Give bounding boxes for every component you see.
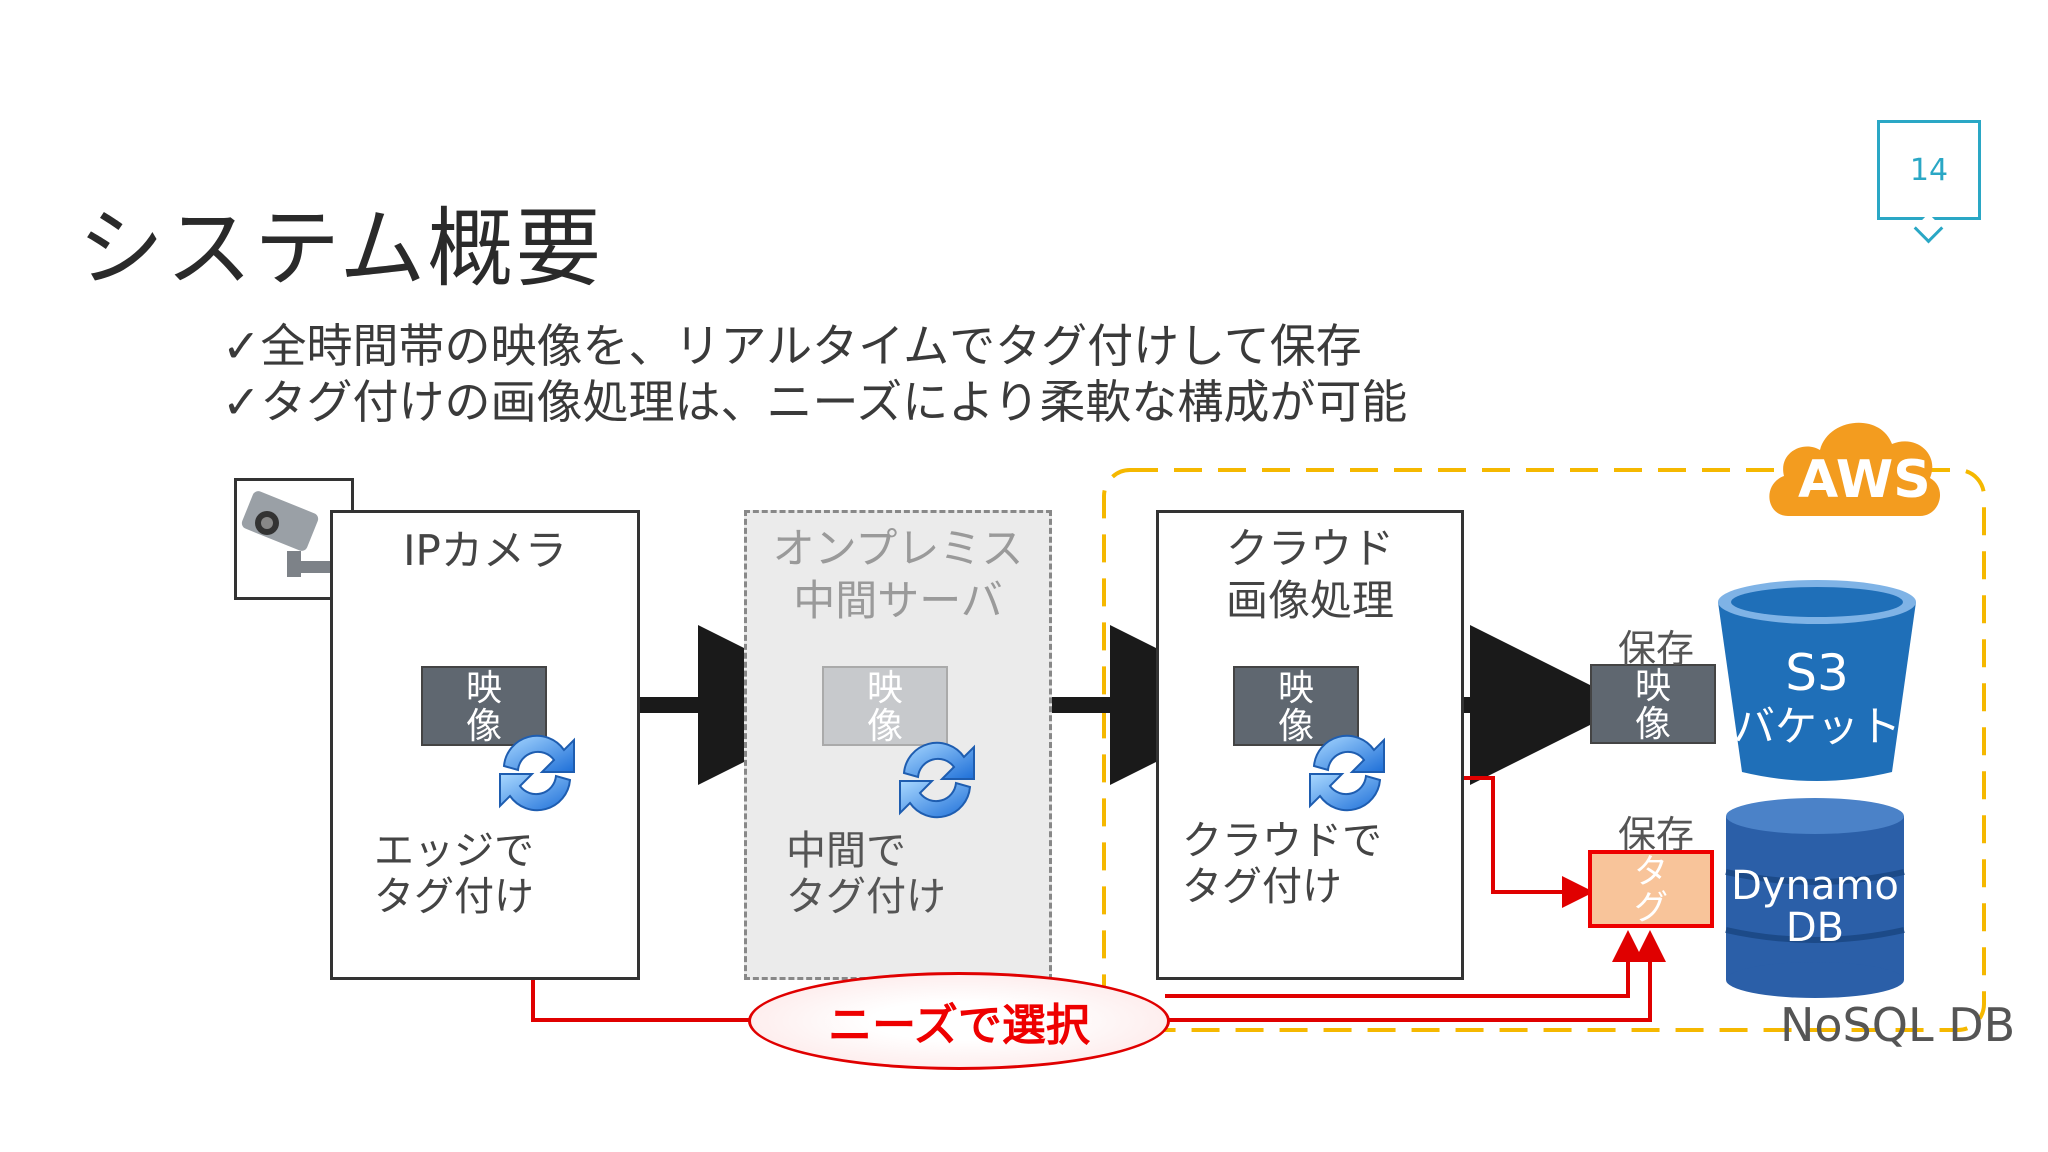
dynamodb-icon: Dynamo DB [1722,798,1908,998]
aws-region [1102,468,1986,1032]
cloud-video-block: 映 像 [1233,666,1359,746]
cloud-tagging-label: クラウドで タグ付け [1182,818,1382,910]
onprem-stage-title-2: 中間サーバ [793,576,1003,625]
bullet-2: ✓タグ付けの画像処理は、ニーズにより柔軟な構成が可能 [222,375,1408,429]
s3-line-2: バケット [1732,702,1901,751]
bullet-1: ✓全時間帯の映像を、リアルタイムでタグ付けして保存 [222,319,1362,373]
red-line-select-1 [1165,930,1644,998]
cloud-stage-title-1: クラウド [1225,524,1394,573]
s3-line-1: S3 [1785,644,1849,702]
sync-icon [1302,728,1392,822]
onprem-stage-title-1: オンプレミス [772,524,1024,573]
page-title: システム概要 [78,199,604,299]
aws-cloud-icon: AWS [1760,404,1944,522]
save-video-label: 保存 [1618,627,1695,671]
dynamodb-line-2: DB [1785,905,1845,951]
red-line-select-2 [1165,930,1666,1022]
onprem-tagging-label: 中間で タグ付け [786,828,946,920]
nosql-label: NoSQL DB [1780,998,2016,1052]
dynamodb-line-1: Dynamo [1731,863,1899,909]
cloud-stage-title-2: 画像処理 [1225,576,1394,625]
stored-video-block: 映 像 [1590,664,1716,744]
needs-selector-label: ニーズで選択 [828,1000,1090,1051]
sync-icon [892,735,982,829]
bullet-list: ✓全時間帯の映像を、リアルタイムでタグ付けして保存 ✓タグ付けの画像処理は、ニー… [222,318,1407,430]
sync-icon [492,728,582,822]
aws-label: AWS [1798,450,1931,510]
camera-video-block: 映 像 [421,666,547,746]
stored-tag-block: タ グ [1588,850,1714,928]
needs-selector: ニーズで選択 [748,972,1170,1070]
onprem-video-block: 映 像 [822,666,948,746]
camera-stage-box: IPカメラ [330,510,640,980]
camera-stage-title: IPカメラ [403,526,567,575]
edge-tagging-label: エッジで タグ付け [374,828,534,920]
save-tag-label: 保存 [1618,813,1695,857]
s3-bucket-icon: S3 バケット [1712,576,1922,786]
